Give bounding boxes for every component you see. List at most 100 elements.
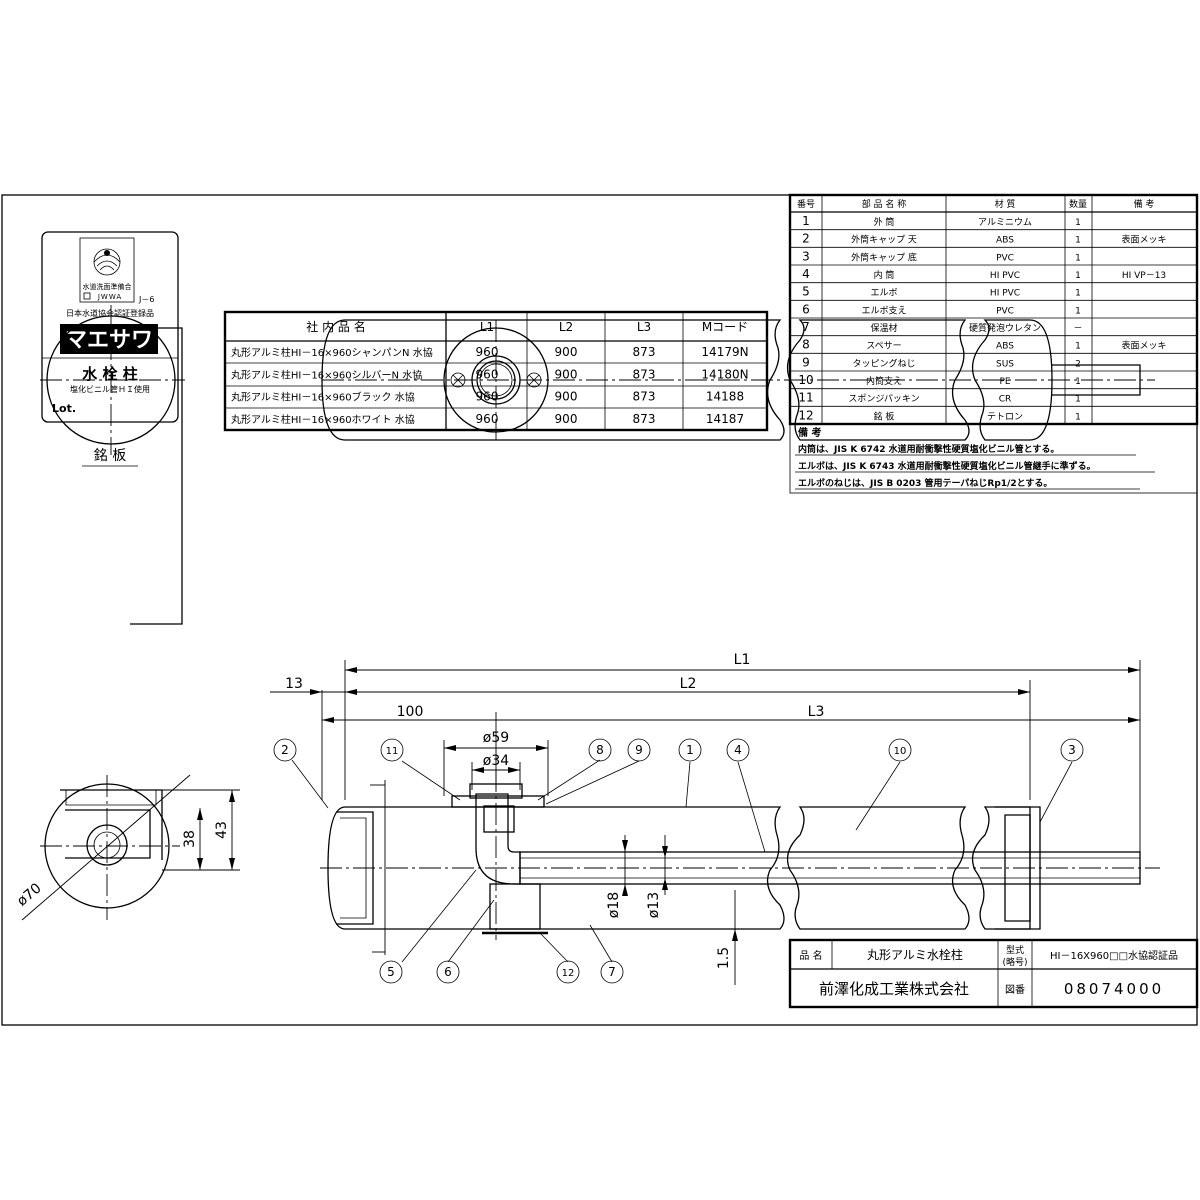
part-material-cell: ABS	[996, 236, 1014, 246]
part-material-cell: PVC	[996, 306, 1014, 316]
parts-header-name: 部 品 名 称	[862, 198, 907, 210]
notes-line-3: エルボのねじは、JIS B 0203 管用テーパねじRp1/2とする。	[798, 477, 1052, 489]
balloon-circle	[556, 960, 580, 984]
part-qty-cell: 1	[1075, 271, 1081, 281]
title-drawing-no: 08074000	[1064, 980, 1164, 998]
nameplate-cert-text: 日本水道協会認証登録品	[66, 308, 154, 318]
model-l1-cell: 960	[476, 367, 499, 381]
balloon-circle	[1060, 738, 1084, 762]
model-l3-cell: 873	[633, 367, 656, 381]
part-no-cell: 2	[802, 232, 810, 246]
notes-heading: 備 考	[798, 426, 821, 439]
dimension-arrows	[197, 667, 1140, 941]
balloon-leaders	[291, 759, 1073, 963]
balloon-label: 5	[387, 965, 395, 979]
dim-phi13: ø13	[646, 892, 662, 918]
nameplate-product: 水 栓 柱	[82, 365, 137, 383]
title-drawing-no-label: 図番	[1005, 984, 1025, 996]
part-qty-cell: 1	[1075, 236, 1081, 246]
model-mcode-cell: 14187	[706, 412, 744, 426]
nameplate-org-name: 水道洗面準備合	[83, 282, 132, 291]
balloon-label: 12	[562, 968, 575, 979]
model-l1-cell: 960	[476, 345, 499, 359]
part-qty-cell: 2	[1075, 359, 1081, 369]
model-l2-cell: 900	[555, 390, 578, 404]
title-model-label-2: (略号)	[1002, 956, 1027, 968]
balloon-circle	[588, 738, 612, 762]
nameplate-brand: マエサワ	[65, 328, 153, 353]
model-name-cell: 丸形アルミ柱HI－16×960シャンパンN 水協	[231, 346, 433, 359]
balloon-label: 7	[608, 965, 616, 979]
part-material-cell: テトロン	[987, 411, 1023, 422]
part-no-cell: 11	[798, 391, 813, 405]
balloon-circle	[600, 960, 624, 984]
balloon-circle	[888, 738, 912, 762]
dim-1-5: 1.5	[716, 947, 732, 969]
jwwa-mark-icon	[83, 292, 91, 300]
dim-phi59: ø59	[483, 730, 509, 746]
balloon-circle	[380, 738, 404, 762]
nameplate-org-abbr: JWWA	[97, 293, 122, 301]
screw-icon	[526, 372, 542, 388]
dimension-lines	[21, 660, 1141, 985]
parts-header-qty: 数量	[1069, 198, 1087, 210]
part-qty-cell: 1	[1075, 306, 1081, 316]
model-l2-cell: 900	[555, 367, 578, 381]
end-section-view	[40, 775, 180, 920]
nameplate-cert-code: J－6	[138, 295, 154, 304]
balloon-label: 4	[734, 743, 742, 757]
model-l3-cell: 873	[633, 390, 656, 404]
part-material-cell: SUS	[996, 359, 1014, 369]
part-name-cell: 内筒支え	[866, 375, 902, 387]
dim-100: 100	[397, 704, 424, 720]
model-l2-cell: 900	[555, 345, 578, 359]
title-block: 品 名 丸形アルミ水栓柱 型式 (略号) HI－16X960□□水協認証品 前澤…	[788, 938, 1199, 1009]
dim-13: 13	[285, 676, 303, 692]
part-remarks-cell: 表面メッキ	[1121, 234, 1166, 246]
title-company: 前澤化成工業株式会社	[819, 980, 969, 998]
parts-header-remarks: 備 考	[1134, 198, 1155, 210]
model-table-rows: 丸形アルミ柱HI－16×960シャンパンN 水協 960 900 873 14179N 丸…	[231, 345, 749, 426]
post-section-view	[320, 770, 1160, 940]
part-qty-cell: 1	[1075, 342, 1081, 352]
part-no-cell: 12	[798, 408, 813, 422]
model-name-cell: 丸形アルミ柱HI－16×960シルバーN 水協	[231, 368, 422, 381]
part-material-cell: PVC	[996, 253, 1014, 263]
dim-l3: L3	[808, 704, 825, 720]
parts-header-material: 材 質	[995, 198, 1016, 210]
part-no-cell: 6	[802, 302, 810, 316]
part-name-cell: スポンジパッキン	[848, 394, 919, 405]
part-name-cell: 銘 板	[874, 410, 895, 422]
part-name-cell: 保温材	[870, 322, 897, 334]
part-name-cell: 外筒キャップ 天	[851, 234, 917, 246]
part-name-cell: 外筒キャップ 底	[851, 251, 917, 263]
model-l3-cell: 873	[633, 412, 656, 426]
end-view-top	[40, 305, 185, 625]
part-name-cell: スペサー	[866, 341, 901, 352]
part-no-cell: 7	[802, 320, 810, 334]
part-material-cell: PE	[999, 377, 1010, 387]
model-l2-cell: 900	[555, 412, 578, 426]
part-no-cell: 8	[802, 338, 810, 352]
title-model-value: HI－16X960□□水協認証品	[1050, 949, 1178, 962]
model-mcode-cell: 14179N	[701, 345, 748, 359]
dim-l2: L2	[680, 676, 697, 692]
dim-l1: L1	[734, 652, 751, 668]
balloon-label: 11	[386, 746, 399, 757]
title-name-value: 丸形アルミ水栓柱	[867, 947, 963, 962]
jwwa-logo-icon	[93, 248, 121, 276]
balloon-label: 9	[635, 743, 643, 757]
part-qty-cell: 1	[1075, 289, 1081, 299]
dim-43: 43	[214, 821, 230, 839]
part-name-cell: タッピングねじ	[852, 357, 915, 369]
part-qty-cell: －	[1073, 324, 1082, 334]
model-header-l2: L2	[559, 320, 573, 334]
part-remarks-cell: 表面メッキ	[1121, 340, 1166, 352]
part-material-cell: CR	[999, 395, 1012, 405]
balloon-label: 10	[894, 746, 907, 757]
part-qty-cell: 1	[1075, 253, 1081, 263]
model-l3-cell: 873	[633, 345, 656, 359]
